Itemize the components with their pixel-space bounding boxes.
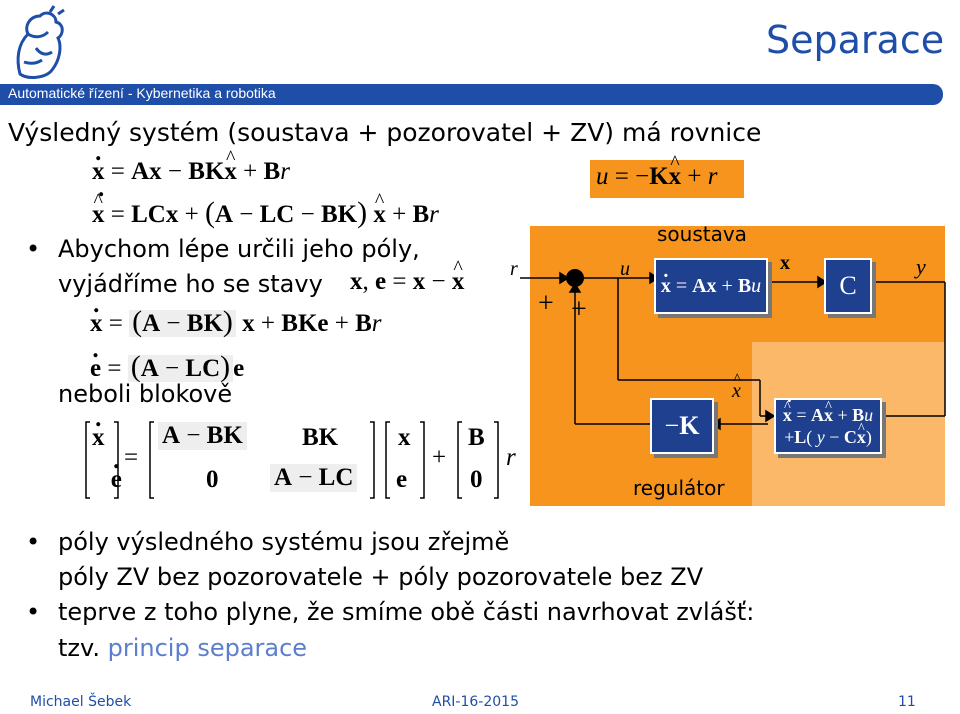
neboli-text: neboli blokově	[58, 380, 233, 408]
bullet2-line1: póly výsledného systému jsou zřejmě	[58, 528, 510, 556]
separation-principle-link[interactable]: princip separace	[107, 634, 308, 662]
observer-block: x = Ax + Bu +L( y − Cx)	[774, 385, 882, 454]
state-definition: x, e = x − x	[350, 268, 464, 296]
soustava-label: soustava	[657, 222, 747, 246]
slide-title: Separace	[766, 18, 945, 62]
bullet2-line2: póly ZV bez pozorovatele + póly pozorova…	[58, 563, 704, 591]
course-subtitle: Automatické řízení - Kybernetika a robot…	[8, 85, 276, 101]
soustava-block: x = Ax + Bu	[654, 258, 768, 314]
header-bar: Automatické řízení - Kybernetika a robot…	[0, 84, 943, 105]
k-block: −K	[650, 398, 714, 454]
equation-xhat-dot: x = LCx + (A − LC − BK) x + Br	[92, 175, 439, 230]
c-block: C	[824, 258, 872, 314]
bullet3-line2: tzv. princip separace	[58, 634, 307, 662]
bullet3-line1: teprve z toho plyne, že smíme obě části …	[58, 598, 755, 626]
regulator-label: regulátor	[633, 476, 725, 500]
signal-u: u	[620, 258, 630, 280]
bullet1-line1: Abychom lépe určili jeho póly,	[58, 235, 420, 263]
block-matrix-equation: x e = A − BK BK 0 A − LC x e + B 0 r	[84, 420, 524, 500]
control-law: u = −Kx + r	[596, 163, 718, 191]
footer-course: ARI-16-2015	[432, 694, 519, 710]
plus-sign-1: +	[538, 288, 554, 319]
bullet-poles: Abychom lépe určili jeho póly,	[26, 235, 420, 263]
bullet-design: teprve z toho plyne, že smíme obě části …	[26, 598, 755, 626]
footer-author: Michael Šebek	[30, 694, 132, 710]
ctu-lion-logo	[6, 4, 72, 84]
signal-xhat: x	[732, 380, 741, 403]
bullet1-line2: vyjádříme ho se stavy	[58, 270, 323, 298]
block-diagram-wiring	[520, 269, 946, 431]
bullet-separation-poles: póly výsledného systému jsou zřejmě	[26, 528, 510, 556]
equation-x-dot-new: x = (A − BK) x + BKe + Br	[90, 305, 382, 339]
signal-y: y	[916, 254, 926, 279]
signal-x: x	[780, 252, 790, 274]
equation-x-dot: x = Ax − BKx + Br	[92, 158, 290, 186]
signal-r: r	[510, 258, 518, 280]
intro-text: Výsledný systém (soustava + pozorovatel …	[8, 118, 762, 147]
control-law-box	[590, 160, 744, 198]
page-number: 11	[898, 694, 916, 710]
plus-sign-2: +	[571, 294, 587, 325]
bullet3-prefix: tzv.	[58, 634, 108, 662]
equation-e-dot: e = (A − LC)e	[90, 350, 244, 384]
